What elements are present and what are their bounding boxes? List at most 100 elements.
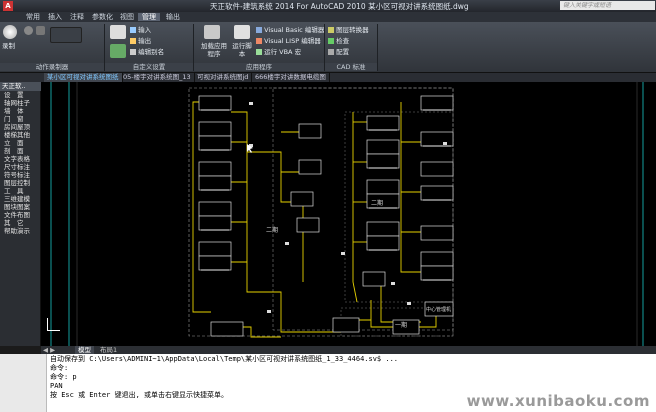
load-application-button[interactable]: 加载应用程序 [201, 42, 227, 58]
tab-manage[interactable]: 管理 [138, 13, 160, 21]
zone-label: 二期 [371, 200, 384, 207]
tab-insert[interactable]: 插入 [48, 13, 62, 21]
menu-item-block[interactable]: 图块图案 [4, 203, 30, 211]
record-icon[interactable] [3, 25, 17, 39]
tangent-menu-panel: 天正软.. 设 置 轴网柱子 墙 体 门 窗 房间屋顶 楼梯其他 立 面 剖 面… [0, 82, 42, 346]
menu-item-text[interactable]: 文字表格 [4, 155, 30, 163]
watermark: www.xunibaoku.com [466, 392, 650, 410]
cursor-icon [247, 144, 253, 153]
vba-macro-icon [256, 49, 262, 55]
ribbon-panel: 录制 动作录制器 输入 输出 编辑别名 自定义设置 加载应用程序 运行脚本 Vi… [0, 22, 656, 73]
doctab-visual[interactable]: 可视对讲系统图jd [194, 73, 253, 82]
run-script-button[interactable]: 运行脚本 [232, 42, 252, 58]
import-label: 输入 [138, 26, 152, 34]
command-history-line: PAN [50, 382, 63, 390]
menu-item-section[interactable]: 剖 面 [4, 147, 24, 155]
visual-lisp-label: Visual LISP 编辑器 [264, 37, 321, 45]
edit-aliases-icon [130, 49, 136, 55]
run-script-icon[interactable] [234, 25, 250, 39]
layer-translator-label: 图层转换器 [336, 26, 369, 34]
window-title: 天正软件-建筑系统 2014 For AutoCAD 2010 某小区可视对讲系… [210, 2, 469, 11]
record-button[interactable]: 录制 [2, 42, 15, 50]
run-vba-macro-button[interactable]: 运行 VBA 宏 [256, 48, 301, 56]
tab-home[interactable]: 常用 [26, 13, 40, 21]
run-vba-macro-label: 运行 VBA 宏 [264, 48, 302, 56]
doctab-05[interactable]: 05-楼宇对讲系统图_13 [120, 73, 195, 82]
tool-palettes-icon[interactable] [110, 44, 126, 58]
menu-item-layer[interactable]: 图层控制 [4, 179, 30, 187]
visual-basic-icon [256, 27, 262, 33]
export-label: 输出 [138, 37, 152, 45]
edit-aliases-label: 编辑别名 [138, 48, 165, 56]
visual-basic-label: Visual Basic 编辑器 [264, 26, 325, 34]
load-application-icon[interactable] [204, 25, 220, 39]
group-applications: 应用程序 [194, 63, 324, 71]
action-dropdown[interactable] [50, 27, 82, 43]
check-icon [328, 38, 334, 44]
menu-item-wall[interactable]: 墙 体 [4, 107, 24, 115]
user-interface-icon[interactable] [110, 25, 126, 39]
command-history-line: 自动保存到 C:\Users\ADMINI~1\AppData\Local\Te… [50, 355, 399, 363]
tab-model[interactable]: 模型 [75, 346, 94, 354]
search-input[interactable]: 键入关键字或短语 [560, 1, 655, 10]
ucs-icon [47, 318, 60, 331]
menu-item-tools[interactable]: 工 具 [4, 187, 24, 195]
command-history-line: 命令: p [50, 373, 77, 381]
layout-tab-bar: ◀ ▶ 模型 布局1 [41, 346, 656, 354]
configure-icon [328, 49, 334, 55]
tab-parametric[interactable]: 参数化 [92, 13, 113, 21]
menu-item-help[interactable]: 帮助演示 [4, 227, 30, 235]
ribbon-separator [104, 24, 105, 71]
doctab-666[interactable]: 666楼宇对讲数据电缆图 [252, 73, 330, 82]
menu-item-symbol[interactable]: 符号标注 [4, 171, 30, 179]
configure-label: 配置 [336, 48, 350, 56]
layer-translator-button[interactable]: 图层转换器 [328, 26, 369, 34]
document-tabs: 某小区可视对讲系统图纸 05-楼宇对讲系统图_13 可视对讲系统图jd 666楼… [0, 73, 656, 82]
command-history-line: 命令: [50, 364, 69, 372]
menu-item-room[interactable]: 房间屋顶 [4, 123, 30, 131]
doctab-main[interactable]: 某小区可视对讲系统图纸 [44, 73, 123, 82]
menu-item-dimension[interactable]: 尺寸标注 [4, 163, 30, 171]
visual-lisp-icon [256, 38, 262, 44]
configure-button[interactable]: 配置 [328, 48, 349, 56]
title-bar: A 天正软件-建筑系统 2014 For AutoCAD 2010 某小区可视对… [0, 0, 656, 12]
menu-item-layout[interactable]: 文件布图 [4, 211, 30, 219]
ribbon-separator [377, 24, 378, 71]
drawing-canvas[interactable]: 二期 二期 一期 中心管理机 [41, 82, 656, 346]
visual-lisp-editor-button[interactable]: Visual LISP 编辑器 [256, 37, 321, 45]
import-button[interactable]: 输入 [130, 26, 151, 34]
tab-annotate[interactable]: 注释 [70, 13, 84, 21]
zone-label: 二期 [266, 227, 279, 234]
panel-header[interactable]: 天正软.. [0, 82, 42, 91]
check-button[interactable]: 检查 [328, 37, 349, 45]
drawing-svg [50, 82, 644, 346]
group-customize: 自定义设置 [105, 63, 193, 71]
menu-item-door[interactable]: 门 窗 [4, 115, 24, 123]
export-button[interactable]: 输出 [130, 37, 151, 45]
group-action-recorder: 动作录制器 [0, 63, 104, 71]
menu-item-3d[interactable]: 三维建模 [4, 195, 30, 203]
autocad-logo-icon[interactable]: A [3, 1, 13, 11]
play-icon[interactable] [24, 26, 33, 35]
command-line[interactable]: 自动保存到 C:\Users\ADMINI~1\AppData\Local\Te… [0, 354, 656, 412]
command-prompt[interactable]: 按 Esc 或 Enter 键退出, 或单击右键显示快捷菜单。 [50, 391, 229, 399]
nav-arrows-icon[interactable]: ◀ ▶ [43, 346, 56, 354]
menu-item-axis[interactable]: 轴网柱子 [4, 99, 30, 107]
tab-layout1[interactable]: 布局1 [100, 346, 118, 354]
tab-output[interactable]: 输出 [166, 13, 180, 21]
group-cad-standards: CAD 标准 [325, 63, 377, 71]
menu-item-other[interactable]: 其 它 [4, 219, 24, 227]
menu-item-settings[interactable]: 设 置 [4, 91, 24, 99]
import-icon [130, 27, 136, 33]
visual-basic-editor-button[interactable]: Visual Basic 编辑器 [256, 26, 324, 34]
ribbon-separator [324, 24, 325, 71]
tab-view[interactable]: 视图 [120, 13, 134, 21]
ribbon-separator [193, 24, 194, 71]
ribbon-tab-bar: 常用 插入 注释 参数化 视图 管理 输出 [0, 12, 656, 22]
host-label: 中心管理机 [426, 307, 452, 313]
menu-item-elevation[interactable]: 立 面 [4, 139, 24, 147]
stop-icon[interactable] [36, 26, 45, 35]
check-label: 检查 [336, 37, 350, 45]
edit-aliases-button[interactable]: 编辑别名 [130, 48, 164, 56]
menu-item-stairs[interactable]: 楼梯其他 [4, 131, 30, 139]
